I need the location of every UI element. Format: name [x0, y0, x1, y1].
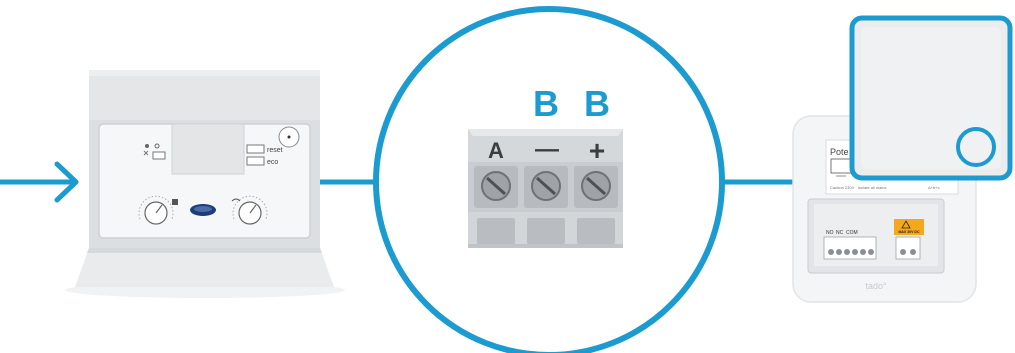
arrow-right-icon: [0, 161, 79, 203]
warning-label: MAX 30V DC: [898, 230, 919, 234]
terminal-a-label: A: [488, 138, 504, 163]
wire-label-b-minus: B: [533, 83, 559, 124]
wire-label-b-plus: B: [584, 83, 610, 124]
ref-text: A+b+c: [928, 185, 940, 190]
terminal-plus-label: +: [589, 135, 605, 166]
eco-label: eco: [267, 159, 278, 166]
boiler-icon: [65, 70, 345, 298]
reset-label: reset: [267, 147, 283, 154]
thermostat-icon: [792, 15, 1013, 303]
connector-label-nc: NC: [836, 230, 844, 236]
terminal-block-icon: [468, 129, 623, 248]
caution-text: Caution 230V · Isolate all mains: [830, 185, 886, 190]
connector-label-no: NO: [826, 230, 834, 236]
brand-label: tado°: [865, 281, 887, 291]
connector-label-com: COM: [846, 230, 858, 236]
terminal-minus-label: —: [535, 136, 559, 163]
backplate-title: Pote: [830, 147, 849, 157]
